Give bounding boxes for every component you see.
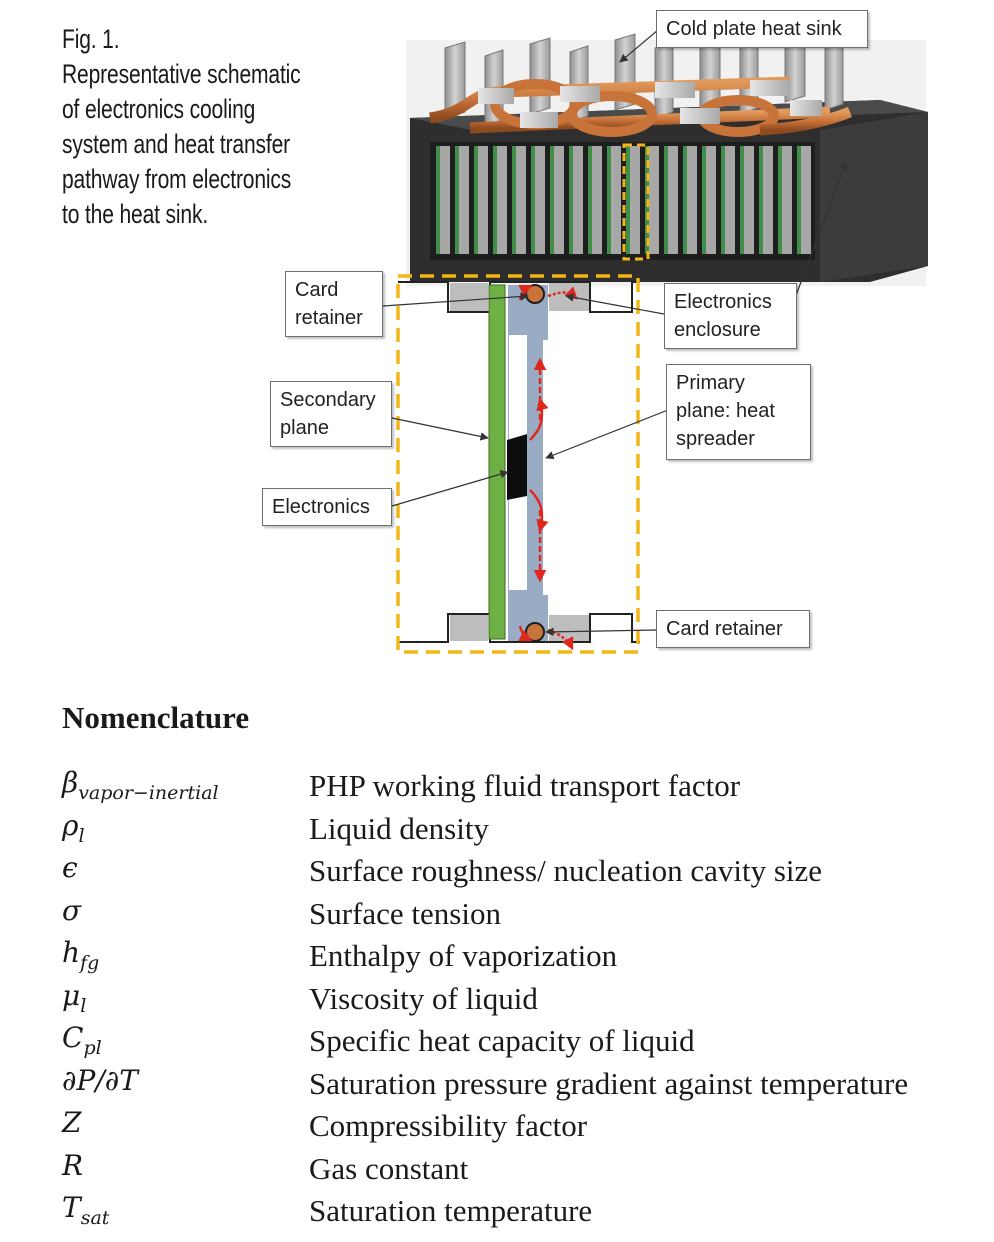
card-board [626, 146, 630, 254]
figure-caption: Fig. 1. Representative schematic of elec… [62, 22, 301, 232]
caption-line: pathway from electronics [62, 164, 292, 194]
card-board [493, 146, 497, 254]
nomenclature-description: Liquid density [309, 810, 489, 846]
card-board [550, 146, 554, 254]
nomenclature-symbol: R [62, 1149, 83, 1182]
nomenclature-symbol: μl [62, 979, 86, 1017]
card-board [588, 146, 592, 254]
nomenclature-heading: Nomenclature [62, 700, 250, 735]
label-text: enclosure [674, 319, 761, 341]
label-text: Cold plate heat sink [666, 18, 842, 40]
symbol-base: C [62, 1021, 84, 1054]
label-primary-plane: Primary plane: heat spreader [666, 364, 811, 460]
label-electronics-enclosure: Electronics enclosure [664, 283, 797, 349]
label-text: Card [295, 279, 339, 301]
nomenclature-symbol: βvapor−inertial [62, 766, 219, 804]
nomenclature-symbol: Cpl [62, 1021, 102, 1059]
nomenclature-description: Surface tension [309, 895, 501, 931]
label-text: plane: heat [676, 400, 775, 422]
nomenclature-description: Compressibility factor [309, 1108, 588, 1143]
card-board [455, 146, 459, 254]
label-secondary-plane: Secondary plane [270, 381, 392, 447]
symbol-base: T [62, 1191, 81, 1224]
label-text: Electronics [674, 291, 772, 313]
nomenclature-symbol: ϵ [62, 851, 78, 884]
label-card-retainer-bottom: Card retainer [656, 610, 810, 648]
card-board [683, 146, 687, 254]
card-board [664, 146, 668, 254]
card-board [778, 146, 782, 254]
label-cold-plate-heat-sink: Cold plate heat sink [656, 10, 868, 48]
nomenclature-symbol: hfg [62, 936, 99, 974]
caption-line: of electronics cooling [62, 94, 256, 124]
symbol-base: σ [62, 893, 82, 927]
caption-line: system and heat transfer [62, 129, 291, 159]
pipe-clamps [478, 80, 822, 128]
detail-frame [396, 274, 640, 654]
nomenclature-description: Saturation pressure gradient against tem… [309, 1065, 909, 1101]
symbol-base: h [62, 936, 81, 969]
card-board [531, 146, 535, 254]
heat-sink-fin [529, 37, 551, 115]
nomenclature-description: Viscosity of liquid [309, 980, 538, 1016]
nomenclature-symbol: ρl [62, 809, 85, 847]
nomenclature-description: Enthalpy of vaporization [309, 938, 618, 973]
symbol-base: ρ [62, 808, 79, 842]
nomenclature-symbol: Tsat [62, 1191, 109, 1229]
symbol-base: R [62, 1148, 84, 1182]
secondary-plane-bar [488, 284, 506, 640]
symbol-base: Z [62, 1106, 82, 1139]
nomenclature-description: PHP working fluid transport factor [309, 768, 741, 803]
caption-line: to the heat sink. [62, 199, 209, 229]
cross-section-detail [396, 274, 640, 654]
card-board [569, 146, 573, 254]
label-card-retainer-top: Card retainer [285, 271, 383, 337]
label-text: Primary [676, 372, 745, 394]
electronics-chip [507, 434, 527, 500]
symbol-base: β [62, 766, 79, 799]
label-text: Electronics [272, 496, 370, 518]
caption-line: Fig. 1. [62, 24, 120, 54]
nomenclature-description: Specific heat capacity of liquid [309, 1023, 695, 1058]
label-text: spreader [676, 428, 755, 450]
symbol-base: μ [62, 978, 81, 1012]
nomenclature-description: Surface roughness/ nucleation cavity siz… [309, 853, 823, 888]
symbol-subscript: l [78, 824, 85, 847]
label-text: plane [280, 417, 329, 439]
label-text: Card retainer [666, 618, 783, 640]
card-board [759, 146, 763, 254]
card-board [436, 146, 440, 254]
label-text: Secondary [280, 389, 376, 411]
cooling-system-schematic [382, 25, 928, 654]
card-board [797, 146, 801, 254]
card-board [702, 146, 706, 254]
card-board [512, 146, 516, 254]
nomenclature-description: Gas constant [309, 1150, 469, 1186]
card-board [740, 146, 744, 254]
symbol-subscript: pl [83, 1037, 102, 1059]
symbol-subscript: sat [80, 1207, 110, 1229]
nomenclature-symbol: ∂P/∂T [62, 1064, 138, 1097]
symbol-subscript: fg [80, 952, 100, 974]
leader-lines [382, 29, 848, 637]
nomenclature-symbol: σ [62, 894, 81, 927]
label-text: retainer [295, 307, 363, 329]
symbol-subscript: vapor−inertial [78, 782, 219, 804]
highlighted-card-outline [622, 143, 650, 261]
card-board [607, 146, 611, 254]
card-board [474, 146, 478, 254]
heat-sink-fin [654, 41, 674, 119]
nomenclature-symbol: Z [62, 1106, 81, 1139]
label-electronics: Electronics [262, 488, 392, 526]
caption-line: Representative schematic [62, 59, 301, 89]
symbol-base: ϵ [62, 851, 78, 884]
symbol-base: ∂P/∂T [62, 1063, 138, 1097]
symbol-subscript: l [80, 994, 87, 1017]
circuit-cards [436, 146, 811, 254]
nomenclature-description: Saturation temperature [309, 1193, 593, 1228]
card-board [721, 146, 725, 254]
